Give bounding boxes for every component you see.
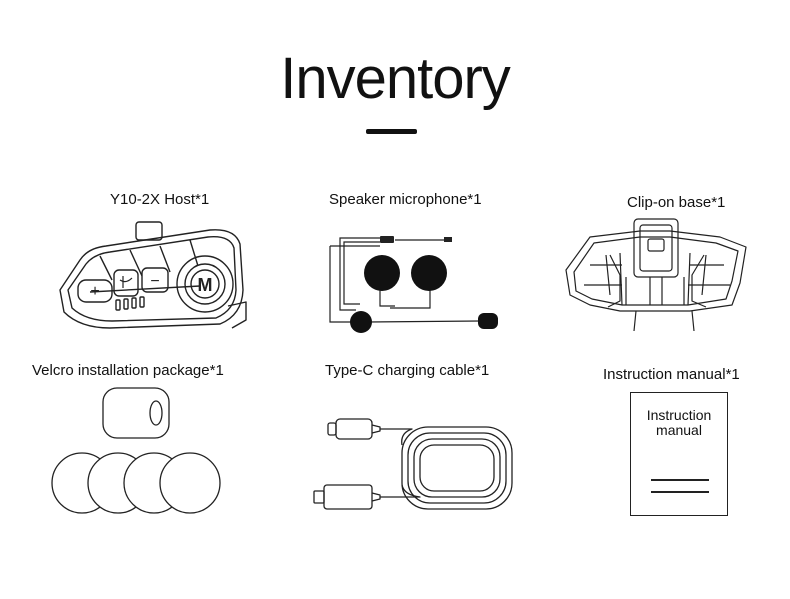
page-title: Inventory — [280, 46, 511, 111]
intercom-host-icon: + − M — [59, 221, 247, 329]
label-type-c-cable: Type-C charging cable*1 — [325, 362, 490, 379]
label-host: Y10-2X Host*1 — [110, 191, 210, 208]
label-instruction-manual: Instruction manual*1 — [603, 366, 740, 383]
manual-rule-bottom — [651, 491, 709, 493]
host-minus-symbol: − — [150, 273, 159, 290]
manual-booklet-icon: Instruction manual — [630, 392, 728, 516]
label-speaker-microphone: Speaker microphone*1 — [329, 191, 482, 208]
manual-rule-top — [651, 479, 709, 481]
host-m-symbol: M — [198, 275, 213, 295]
speaker-microphone-icon — [329, 236, 498, 333]
manual-cover-title: Instruction manual — [631, 408, 727, 438]
clip-on-base-icon — [565, 218, 747, 332]
velcro-pads-icon — [51, 387, 221, 514]
usb-c-cable-icon — [313, 418, 513, 510]
manual-cover-line-1: Instruction — [646, 407, 712, 423]
host-plus-symbol: + — [90, 283, 99, 300]
label-clip-on-base: Clip-on base*1 — [627, 194, 726, 211]
title-underline — [366, 129, 417, 134]
manual-cover-line-2: manual — [656, 422, 702, 438]
label-velcro-package: Velcro installation package*1 — [32, 362, 224, 379]
